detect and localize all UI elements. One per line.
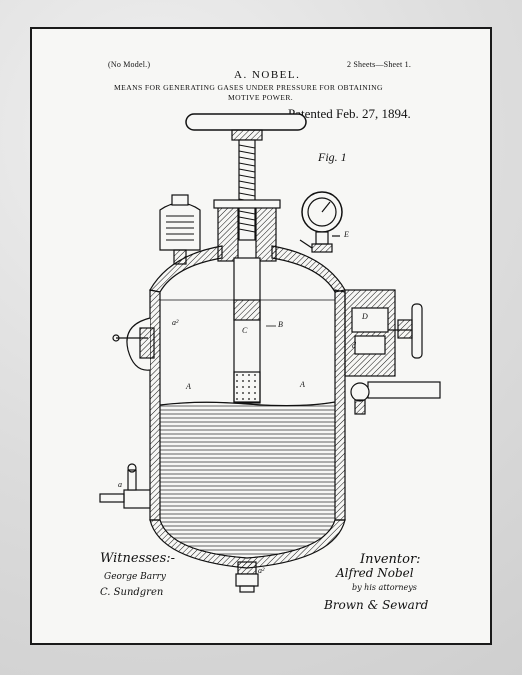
part-label-a2-bottom: a² [258,566,265,575]
part-label-b: B [278,320,283,329]
no-model-label: (No Model.) [108,60,151,69]
part-label-c: C [242,326,248,335]
patent-title-line1: MEANS FOR GENERATING GASES UNDER PRESSUR… [114,83,383,92]
sheets-label: 2 Sheets—Sheet 1. [347,60,412,69]
side-handle [112,317,155,371]
pressure-gauge [299,191,343,253]
part-label-d-small: d [352,341,356,350]
side-valve-body [344,289,423,377]
witness-name-1: George Barry [104,572,166,582]
part-label-a2-top: a² [172,318,179,327]
part-label-a-small: a [118,480,122,489]
safety-valve [159,194,201,265]
patented-date: Patented Feb. 27, 1894. [288,106,411,121]
inventor-signature: Alfred Nobel [336,566,414,580]
part-label-a-left: A [186,382,191,391]
outlet-pipe [350,381,441,415]
witnesses-heading: Witnesses:- [100,551,176,566]
piston-tube [160,257,335,404]
witness-name-2: C. Sundgren [100,587,164,598]
part-label-d: D [362,312,368,321]
attorneys-signature: Brown & Seward [324,598,429,612]
figure-label: Fig. 1 [318,150,347,164]
bottom-valve [235,573,259,593]
liquid-body [159,401,336,559]
threaded-screw [238,139,256,241]
inventor-heading: Inventor: [360,552,421,567]
patent-title-line2: MOTIVE POWER. [228,93,294,102]
drain-tap-left [99,463,151,509]
handwheel [185,113,307,141]
inventor-name-header: A. NOBEL. [234,69,301,81]
part-label-e: E [344,230,349,239]
inventor-by-line: by his attorneys [352,583,417,592]
part-label-a-right: A [300,380,305,389]
